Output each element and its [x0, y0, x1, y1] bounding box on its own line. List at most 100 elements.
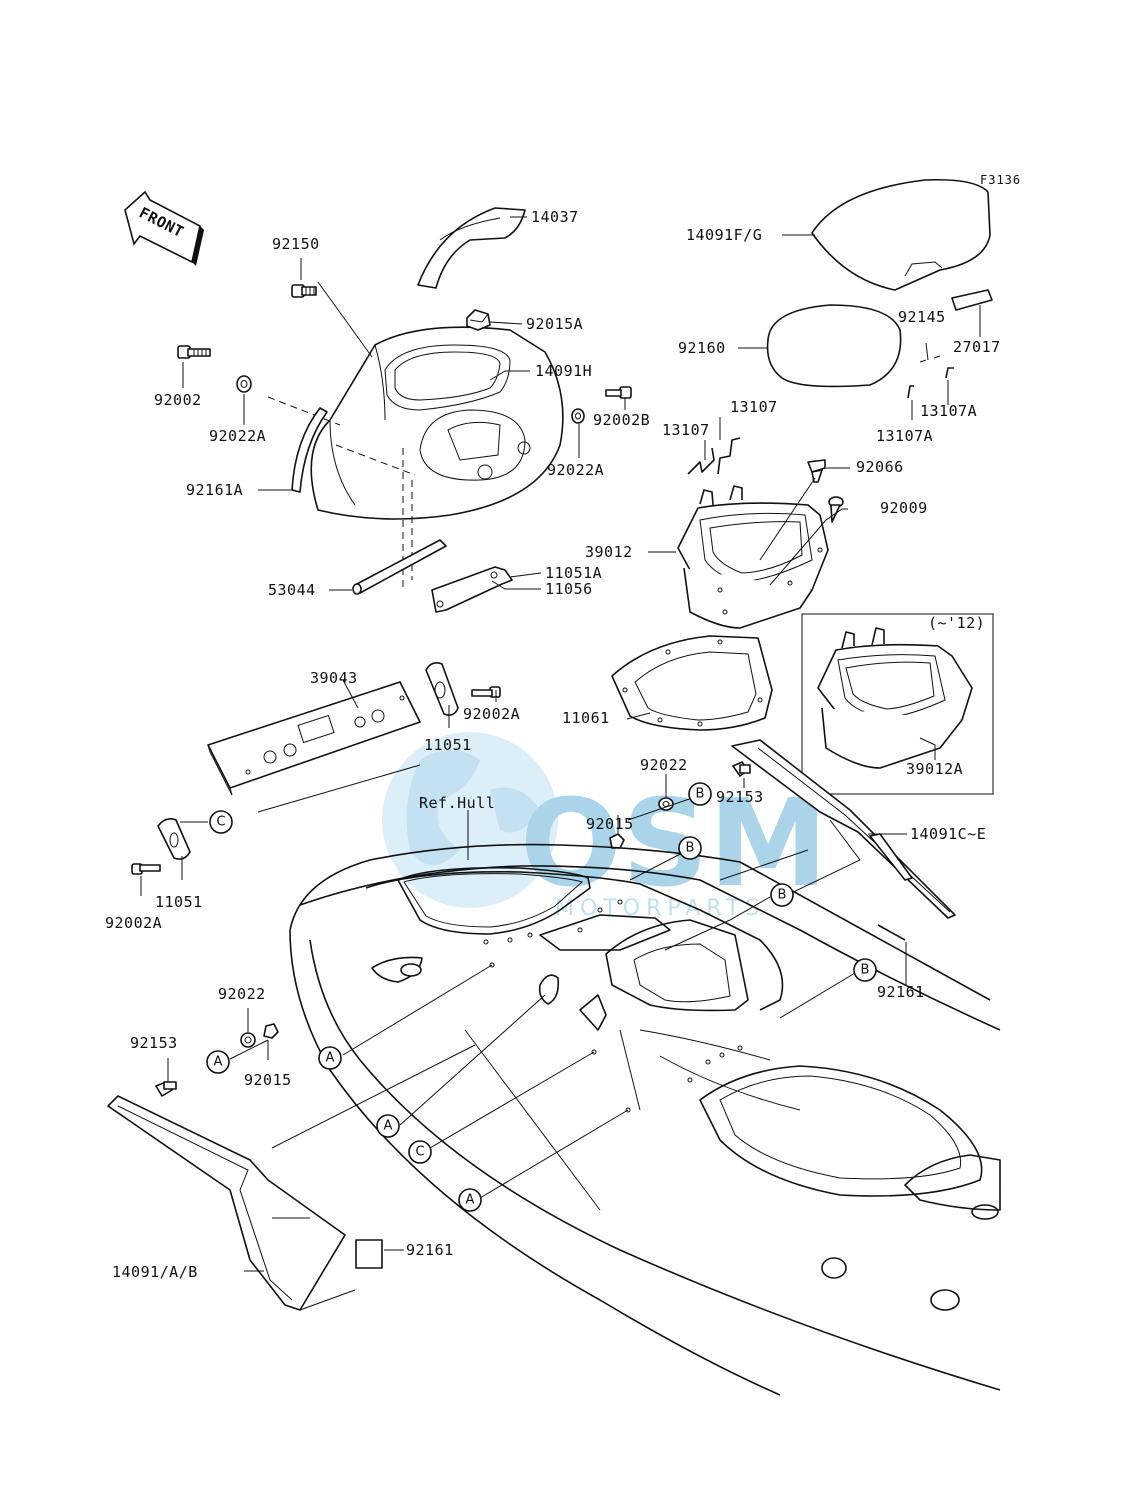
- part-39012A-drawing: [817, 627, 973, 769]
- svg-text:C: C: [415, 1145, 424, 1160]
- label-39012: 39012: [585, 543, 633, 561]
- part-92015-top-nut: [609, 833, 625, 849]
- part-14091FG-drawing: [811, 178, 991, 291]
- ref-marker-c-left: C: [209, 810, 233, 834]
- label-92022A-right: 92022A: [547, 461, 604, 479]
- part-27017-drawing: [951, 289, 993, 311]
- label-39012A: 39012A: [906, 760, 963, 778]
- ref-marker-a-hull1: A: [318, 1046, 342, 1070]
- label-92022A-left: 92022A: [209, 427, 266, 445]
- part-92002-bolt: [177, 345, 211, 359]
- part-92002A-top-bolt: [471, 686, 501, 698]
- part-14091AB-drawing: [107, 1095, 346, 1311]
- variant-label: (~'12): [928, 614, 985, 632]
- label-92009: 92009: [880, 499, 928, 517]
- ref-marker-a-hull3: A: [458, 1188, 482, 1212]
- part-13107A-clips: [907, 367, 954, 399]
- label-14091H: 14091H: [535, 362, 592, 380]
- label-92161A: 92161A: [186, 481, 243, 499]
- ref-marker-b-low: B: [853, 958, 877, 982]
- label-92153-top: 92153: [716, 788, 764, 806]
- label-92015A: 92015A: [526, 315, 583, 333]
- label-92015-bottom: 92015: [244, 1071, 292, 1089]
- watermark-subtitle: MOTORPARTS: [555, 896, 765, 921]
- label-14091CE: 14091C~E: [910, 825, 986, 843]
- label-92022-bottom: 92022: [218, 985, 266, 1003]
- label-92160: 92160: [678, 339, 726, 357]
- part-92160-drawing: [766, 304, 902, 388]
- label-92002A-top: 92002A: [463, 705, 520, 723]
- label-13107-b: 13107: [662, 421, 710, 439]
- part-92161-right-drawing: [877, 924, 906, 941]
- part-11051-bottom-drawing: [157, 818, 191, 860]
- label-11051-bottom: 11051: [155, 893, 203, 911]
- part-92161-bottom-drawing: [355, 1239, 383, 1269]
- part-92145-clips: [919, 355, 941, 363]
- label-14091AB: 14091/A/B: [112, 1263, 198, 1281]
- svg-text:A: A: [384, 1119, 393, 1134]
- part-39012-drawing: [677, 485, 829, 629]
- part-11051-top-drawing: [425, 662, 459, 716]
- label-11056: 11056: [545, 580, 593, 598]
- label-92066: 92066: [856, 458, 904, 476]
- ref-marker-b-mid: B: [678, 836, 702, 860]
- part-92150-bolt: [291, 284, 317, 298]
- label-39043: 39043: [310, 669, 358, 687]
- part-14091H-drawing: [310, 326, 564, 520]
- label-27017: 27017: [953, 338, 1001, 356]
- label-92015-top: 92015: [586, 815, 634, 833]
- label-92161-right: 92161: [877, 983, 925, 1001]
- svg-text:B: B: [778, 888, 787, 903]
- svg-text:B: B: [696, 787, 705, 802]
- label-53044: 53044: [268, 581, 316, 599]
- label-92153-bottom: 92153: [130, 1034, 178, 1052]
- svg-text:B: B: [686, 841, 695, 856]
- part-11056-drawing: [431, 566, 513, 613]
- part-92153-top-bolt: [732, 761, 751, 777]
- leader-lines: [140, 216, 981, 1311]
- part-14091CE-drawing: [731, 739, 956, 919]
- part-13107-springs: [687, 437, 741, 475]
- svg-text:B: B: [861, 963, 870, 978]
- svg-text:A: A: [326, 1051, 335, 1066]
- part-92002A-bottom-bolt: [131, 863, 161, 875]
- svg-text:A: A: [466, 1193, 475, 1208]
- label-92002: 92002: [154, 391, 202, 409]
- ref-marker-a-left: A: [206, 1050, 230, 1074]
- label-11051-top: 11051: [424, 736, 472, 754]
- ref-marker-b-right: B: [770, 883, 794, 907]
- label-92022-top: 92022: [640, 756, 688, 774]
- part-11061-drawing: [611, 635, 773, 731]
- label-13107A-right: 13107A: [920, 402, 977, 420]
- ref-marker-c-hull: C: [408, 1140, 432, 1164]
- label-92150: 92150: [272, 235, 320, 253]
- variant-inset-box: [801, 613, 994, 795]
- label-11061: 11061: [562, 709, 610, 727]
- part-92015-bottom-nut: [263, 1023, 279, 1039]
- label-13107-a: 13107: [730, 398, 778, 416]
- label-92161-bottom: 92161: [406, 1241, 454, 1259]
- part-92153-bottom-bolt: [155, 1081, 177, 1097]
- ref-marker-b-top: B: [688, 782, 712, 806]
- label-14091FG: 14091F/G: [686, 226, 762, 244]
- label-92002B: 92002B: [593, 411, 650, 429]
- label-14037: 14037: [531, 208, 579, 226]
- label-13107A-bottom: 13107A: [876, 427, 933, 445]
- part-92022A-washer-left: [236, 375, 252, 393]
- label-11051A: 11051A: [545, 564, 602, 582]
- part-39043-drawing: [207, 681, 421, 796]
- figure-code: F3136: [980, 173, 1021, 187]
- part-92161A-drawing: [291, 407, 328, 493]
- part-14037-drawing: [417, 207, 526, 289]
- label-92145: 92145: [898, 308, 946, 326]
- part-92015A-drawing: [466, 309, 491, 331]
- ref-marker-a-hull2: A: [376, 1114, 400, 1138]
- label-92002A-bottom: 92002A: [105, 914, 162, 932]
- watermark: OSM MOTORPARTS: [382, 732, 828, 921]
- part-92022-bottom-washer: [240, 1032, 256, 1048]
- part-92022A-washer-right: [571, 408, 585, 424]
- part-92066-drawing: [807, 459, 826, 483]
- part-53044-drawing: [352, 539, 447, 595]
- svg-text:C: C: [216, 815, 225, 830]
